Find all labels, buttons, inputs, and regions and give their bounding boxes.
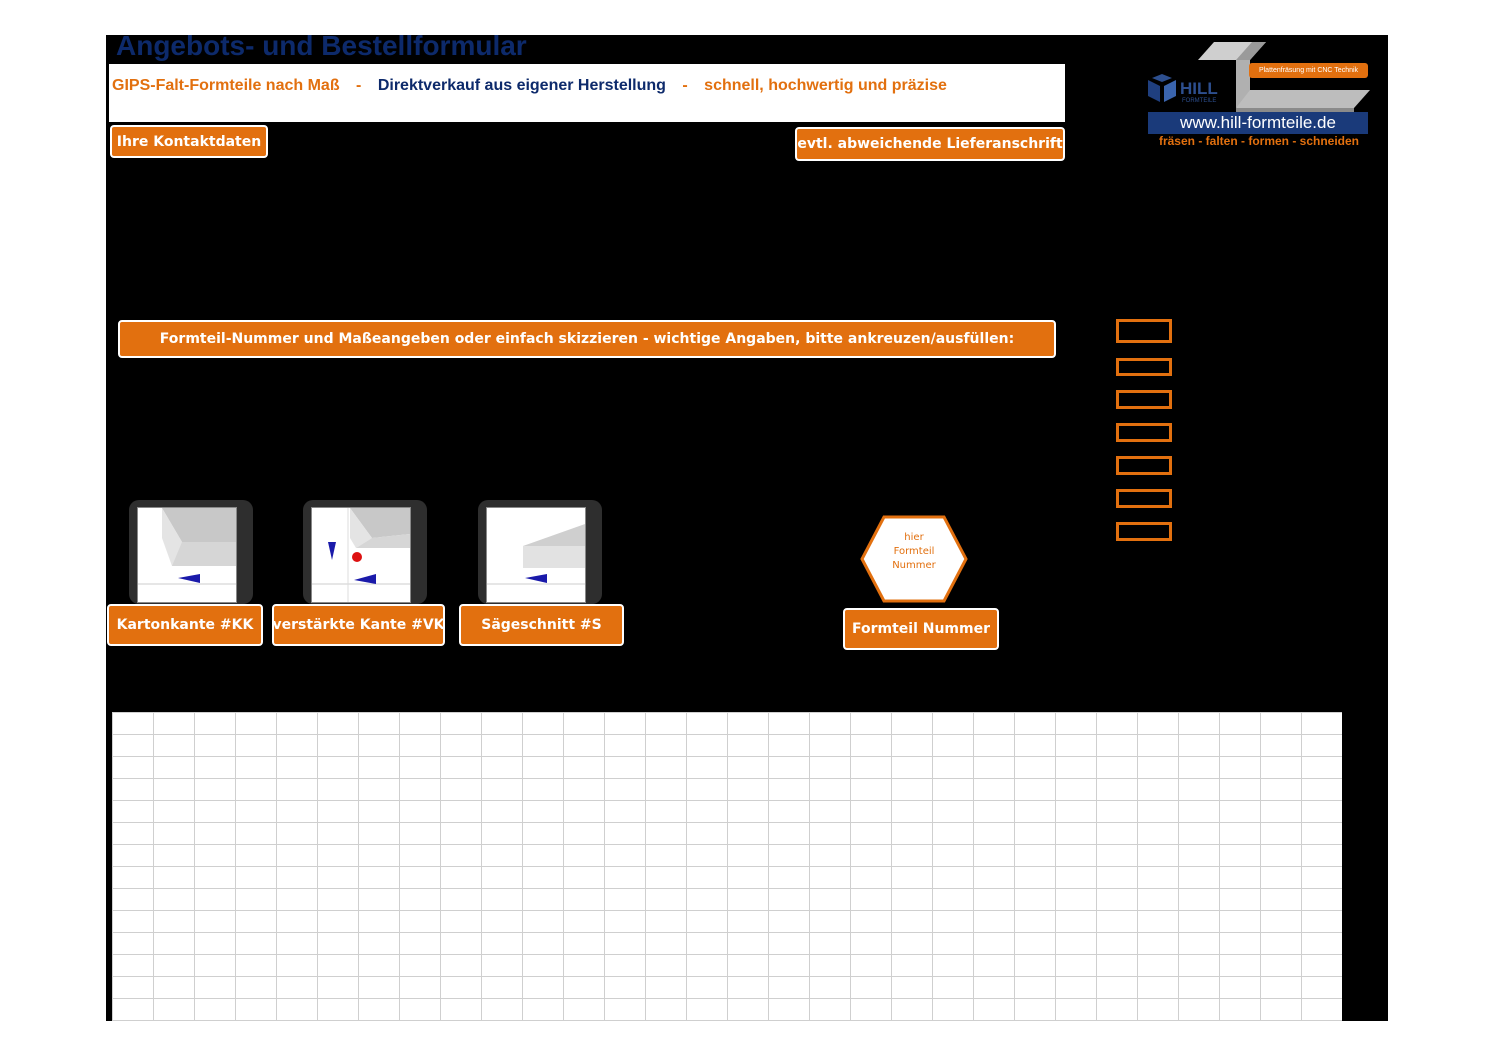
sketch-grid[interactable]	[112, 712, 1342, 1021]
edge-saegeschnitt-image	[478, 500, 602, 604]
edge-label-verstaerkte-kante[interactable]: verstärkte Kante #VK	[272, 604, 445, 646]
website-url[interactable]: www.hill-formteile.de	[1148, 112, 1368, 134]
delivery-address-header: evtl. abweichende Lieferanschrift	[795, 127, 1065, 161]
tagline-separator: -	[356, 77, 362, 94]
edge-label-saegeschnitt[interactable]: Sägeschnitt #S	[459, 604, 624, 646]
page-title: Angebots- und Bestellformular	[116, 30, 527, 61]
part-number-label: Formteil Nummer	[843, 608, 999, 650]
option-checkbox[interactable]	[1116, 319, 1172, 343]
tagline-separator: -	[682, 77, 688, 94]
logo-slogan: fräsen - falten - formen - schneiden	[1158, 134, 1360, 148]
edge-kartonkante-image	[129, 500, 253, 604]
tagline-part2: Direktverkauf aus eigener Herstellung	[377, 77, 666, 94]
tagline-banner: GIPS-Falt-Formteile nach Maß - Direktver…	[109, 64, 1065, 122]
logo-sub: FORMTEILE	[1182, 98, 1216, 104]
tagline-part3: schnell, hochwertig und präzise	[704, 77, 947, 94]
tagline: GIPS-Falt-Formteile nach Maß - Direktver…	[112, 77, 947, 95]
option-checkbox[interactable]	[1116, 358, 1172, 376]
option-checkbox[interactable]	[1116, 456, 1172, 475]
option-checkbox[interactable]	[1116, 423, 1172, 442]
logo-graphic: HILL FORMTEILE	[1148, 42, 1370, 112]
part-number-hexagon-icon[interactable]	[858, 514, 970, 604]
saegeschnitt-illustration-icon	[487, 524, 585, 585]
edge-verstaerkte-kante-image	[303, 500, 427, 604]
logo-badge: Plattenfräsung mit CNC Technik	[1249, 63, 1368, 78]
option-checkbox[interactable]	[1116, 390, 1172, 409]
logo-cube-icon	[1148, 74, 1176, 102]
instructions-banner: Formteil-Nummer und Maßeangeben oder ein…	[118, 320, 1056, 358]
edge-label-kartonkante[interactable]: Kartonkante #KK	[107, 604, 263, 646]
kartonkante-illustration-icon	[138, 508, 236, 585]
tagline-part1: GIPS-Falt-Formteile nach Maß	[112, 77, 340, 94]
option-checkbox[interactable]	[1116, 489, 1172, 508]
option-checkbox[interactable]	[1116, 522, 1172, 541]
logo-brand: HILL	[1180, 79, 1218, 98]
part-number-placeholder: hier Formteil Nummer	[892, 532, 936, 571]
verstaerkte-kante-illustration-icon	[312, 508, 410, 602]
contact-data-header: Ihre Kontaktdaten	[110, 125, 268, 158]
